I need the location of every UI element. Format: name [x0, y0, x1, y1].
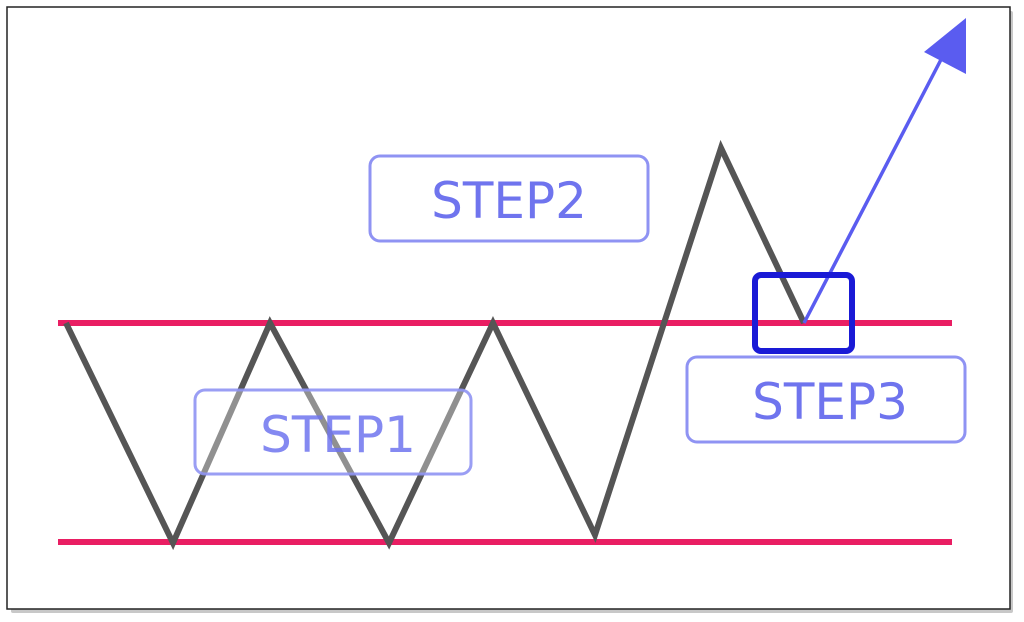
step3-label: STEP3 — [752, 373, 908, 431]
step3-label-box — [685, 355, 967, 444]
step1-label-box — [193, 388, 473, 476]
retest-highlight-box — [752, 272, 855, 354]
step2-label-box — [368, 154, 650, 243]
breakout-arrow-head — [924, 18, 966, 74]
frame — [6, 6, 1011, 610]
step2-label: STEP2 — [431, 172, 587, 230]
price-zigzag-line — [63, 139, 807, 551]
step1-label: STEP1 — [260, 406, 416, 464]
